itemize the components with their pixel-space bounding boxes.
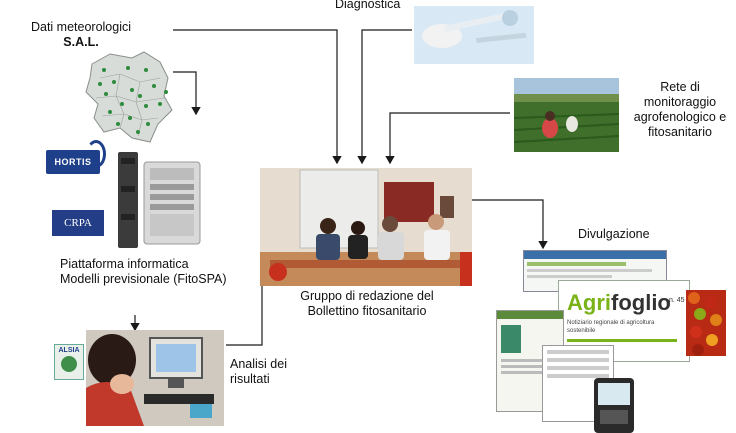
server-tower-image <box>116 150 202 250</box>
alsia-logo: ALSIA <box>54 344 84 380</box>
analisi-risultati-label: Analisi dei risultati <box>230 357 287 386</box>
divulgazione-label: Divulgazione <box>578 227 650 241</box>
diagnostica-lab-photo <box>414 6 534 64</box>
analysis-workstation-photo <box>86 330 224 426</box>
connector-analisi-to-gruppo <box>226 233 263 346</box>
piattaforma-informatica-label: Piattaforma informatica Modelli previsio… <box>60 257 227 286</box>
arrow-rete-to-gruppo <box>385 112 510 165</box>
field-monitoring-photo <box>514 78 619 152</box>
rete-monitoraggio-label: Rete di monitoraggio agrofenologico e fi… <box>633 80 727 139</box>
gruppo-redazione-label: Gruppo di redazione del Bollettino fitos… <box>300 289 434 318</box>
crpa-logo: CRPA <box>52 210 104 236</box>
dati-meteorologici-label: Dati meteorologici S.A.L. <box>30 20 132 49</box>
arrow-gruppo-to-divulgazione <box>470 199 548 250</box>
mobile-phone-image <box>594 378 634 433</box>
editorial-group-photo <box>260 168 472 286</box>
tomato-photo <box>686 290 726 356</box>
arrow-diagnostica-to-gruppo <box>357 29 412 165</box>
region-map-image <box>80 48 176 146</box>
hortis-logo-swirl <box>86 140 106 168</box>
diagnostica-label: Diagnostica <box>335 0 401 11</box>
arrow-dati-to-gruppo <box>173 29 342 165</box>
arrow-map-to-server <box>173 71 201 116</box>
